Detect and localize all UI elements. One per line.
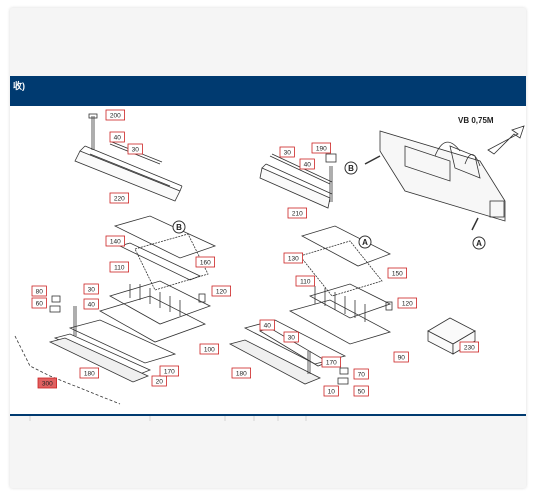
callout-box xyxy=(459,341,480,353)
callout-box xyxy=(323,385,339,397)
callout-box xyxy=(31,285,47,297)
callout-label: 170 xyxy=(326,360,337,367)
mark-a-center: A xyxy=(362,238,368,247)
mark-b-right: B xyxy=(348,164,354,173)
callout-label: 170 xyxy=(164,369,175,376)
callout-box xyxy=(31,297,47,309)
callout-box xyxy=(397,297,418,309)
callout-box xyxy=(195,256,216,268)
parts-diagram-svg: B A B A VB 0,75M 200 40 30 220 30 190 40 210 140… xyxy=(14,109,525,405)
callout-label: 150 xyxy=(392,271,403,278)
callout-box xyxy=(231,367,252,379)
callout-label: 60 xyxy=(36,301,44,308)
callout-box xyxy=(387,267,408,279)
callout-box xyxy=(299,158,315,170)
callout-label: 40 xyxy=(304,162,312,169)
callout-box xyxy=(83,298,99,310)
callout-box xyxy=(37,377,58,389)
callout-label: 200 xyxy=(110,113,121,120)
callout-box xyxy=(353,368,369,380)
callout-box xyxy=(311,142,332,154)
mark-a-right: A xyxy=(476,239,482,248)
callout-label: 190 xyxy=(316,146,327,153)
callout-box xyxy=(259,319,275,331)
callout-label: 130 xyxy=(288,256,299,263)
callout-label: 180 xyxy=(236,371,247,378)
callout-label: 40 xyxy=(88,302,96,309)
mark-b-left: B xyxy=(176,223,182,232)
parts-diagram: B A B A VB 0,75M 200 40 30 220 30 190 40 210 140… xyxy=(10,106,526,414)
callout-label: 40 xyxy=(264,323,272,330)
footer-ticks xyxy=(29,416,307,421)
callout-label: 40 xyxy=(114,135,122,142)
callout-label: 300 xyxy=(42,381,53,388)
callout-box xyxy=(151,375,167,387)
callout-label: 30 xyxy=(88,287,96,294)
callout-box xyxy=(279,146,295,158)
header-band: 收) xyxy=(10,76,526,106)
footer-rule xyxy=(10,414,526,416)
callout-label: 50 xyxy=(358,389,366,396)
callout-label: 120 xyxy=(216,289,227,296)
callout-box xyxy=(283,331,299,343)
callout-label: 20 xyxy=(156,379,164,386)
callout-box xyxy=(109,131,125,143)
callout-label: 220 xyxy=(114,196,125,203)
callout-label: 30 xyxy=(288,335,296,342)
callout-label: 160 xyxy=(200,260,211,267)
callout-label: 80 xyxy=(36,289,44,296)
callout-label: 210 xyxy=(292,211,303,218)
callout-box xyxy=(83,283,99,295)
callout-label: 100 xyxy=(204,347,215,354)
header-title: 收) xyxy=(13,81,25,91)
callout-box xyxy=(283,252,304,264)
callout-box xyxy=(127,143,143,155)
callout-label: 230 xyxy=(464,345,475,352)
callout-box xyxy=(105,235,126,247)
callout-label: 110 xyxy=(300,279,311,286)
callout-label: 30 xyxy=(284,150,292,157)
callout-box xyxy=(211,285,232,297)
callout-label: 70 xyxy=(358,372,366,379)
callout-box xyxy=(159,365,180,377)
callout-box xyxy=(287,207,308,219)
callout-box xyxy=(109,261,130,273)
callout-box xyxy=(109,192,130,204)
callout-label: 140 xyxy=(110,239,121,246)
callout-box xyxy=(79,367,100,379)
callout-label: 90 xyxy=(398,355,406,362)
callout-box xyxy=(353,385,369,397)
callout-label: 120 xyxy=(402,301,413,308)
callout-label: 180 xyxy=(84,371,95,378)
callout-label: 30 xyxy=(132,147,140,154)
callout-box xyxy=(393,351,409,363)
callout-box xyxy=(321,356,342,368)
callout-box xyxy=(199,343,220,355)
model-label: VB 0,75M xyxy=(458,116,494,125)
callout-box xyxy=(105,109,126,121)
callout-label: 10 xyxy=(328,389,336,396)
callout-box xyxy=(295,275,316,287)
callout-label: 110 xyxy=(114,265,125,272)
